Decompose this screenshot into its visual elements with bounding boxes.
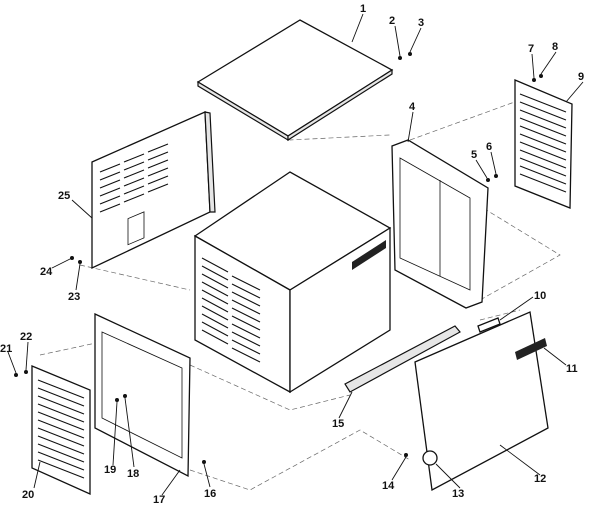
right-grille-louvers — [519, 93, 567, 193]
top-panel — [196, 19, 394, 142]
label-part-2: 2 — [389, 15, 395, 27]
part-labels: 1 2 3 4 5 6 7 8 9 10 11 12 13 14 15 16 1… — [0, 3, 584, 506]
label-part-3: 3 — [418, 17, 424, 29]
label-part-9: 9 — [578, 71, 584, 83]
label-part-19: 19 — [104, 464, 116, 476]
left-front-frame — [94, 312, 191, 478]
label-part-20: 20 — [22, 489, 34, 501]
label-part-4: 4 — [409, 101, 416, 113]
cabinet-nameplate — [352, 240, 386, 270]
label-part-14: 14 — [382, 480, 395, 492]
front-door — [414, 311, 549, 492]
label-part-23: 23 — [68, 291, 80, 303]
left-louvered-grille — [31, 365, 91, 496]
label-part-13: 13 — [452, 488, 464, 500]
label-part-24: 24 — [40, 266, 53, 278]
fasteners — [14, 52, 543, 464]
label-part-18: 18 — [127, 468, 139, 480]
door-latch — [422, 450, 438, 466]
label-part-25: 25 — [58, 190, 70, 202]
guide-lines — [39, 84, 561, 491]
right-louvered-grille — [514, 79, 573, 209]
label-part-16: 16 — [204, 488, 216, 500]
label-part-12: 12 — [534, 473, 546, 485]
side-panel-louvers — [99, 143, 169, 213]
label-part-15: 15 — [332, 418, 344, 430]
left-side-panel — [91, 111, 216, 270]
label-part-5: 5 — [471, 149, 477, 161]
bracket — [477, 317, 501, 333]
label-part-10: 10 — [534, 290, 546, 302]
door-nameplate — [515, 338, 547, 360]
label-part-11: 11 — [566, 363, 578, 375]
ice-machine-cabinet — [193, 171, 392, 394]
label-part-21: 21 — [0, 343, 12, 355]
cabinet-louvers — [201, 257, 261, 363]
label-part-1: 1 — [360, 3, 366, 15]
right-side-frame — [391, 139, 489, 309]
label-part-17: 17 — [153, 494, 165, 506]
label-part-22: 22 — [20, 331, 32, 343]
label-part-6: 6 — [486, 141, 492, 153]
label-part-7: 7 — [528, 43, 534, 55]
leader-lines — [7, 13, 584, 496]
label-part-8: 8 — [552, 41, 558, 53]
bottom-rail — [344, 325, 461, 393]
left-grille-louvers — [37, 379, 85, 479]
